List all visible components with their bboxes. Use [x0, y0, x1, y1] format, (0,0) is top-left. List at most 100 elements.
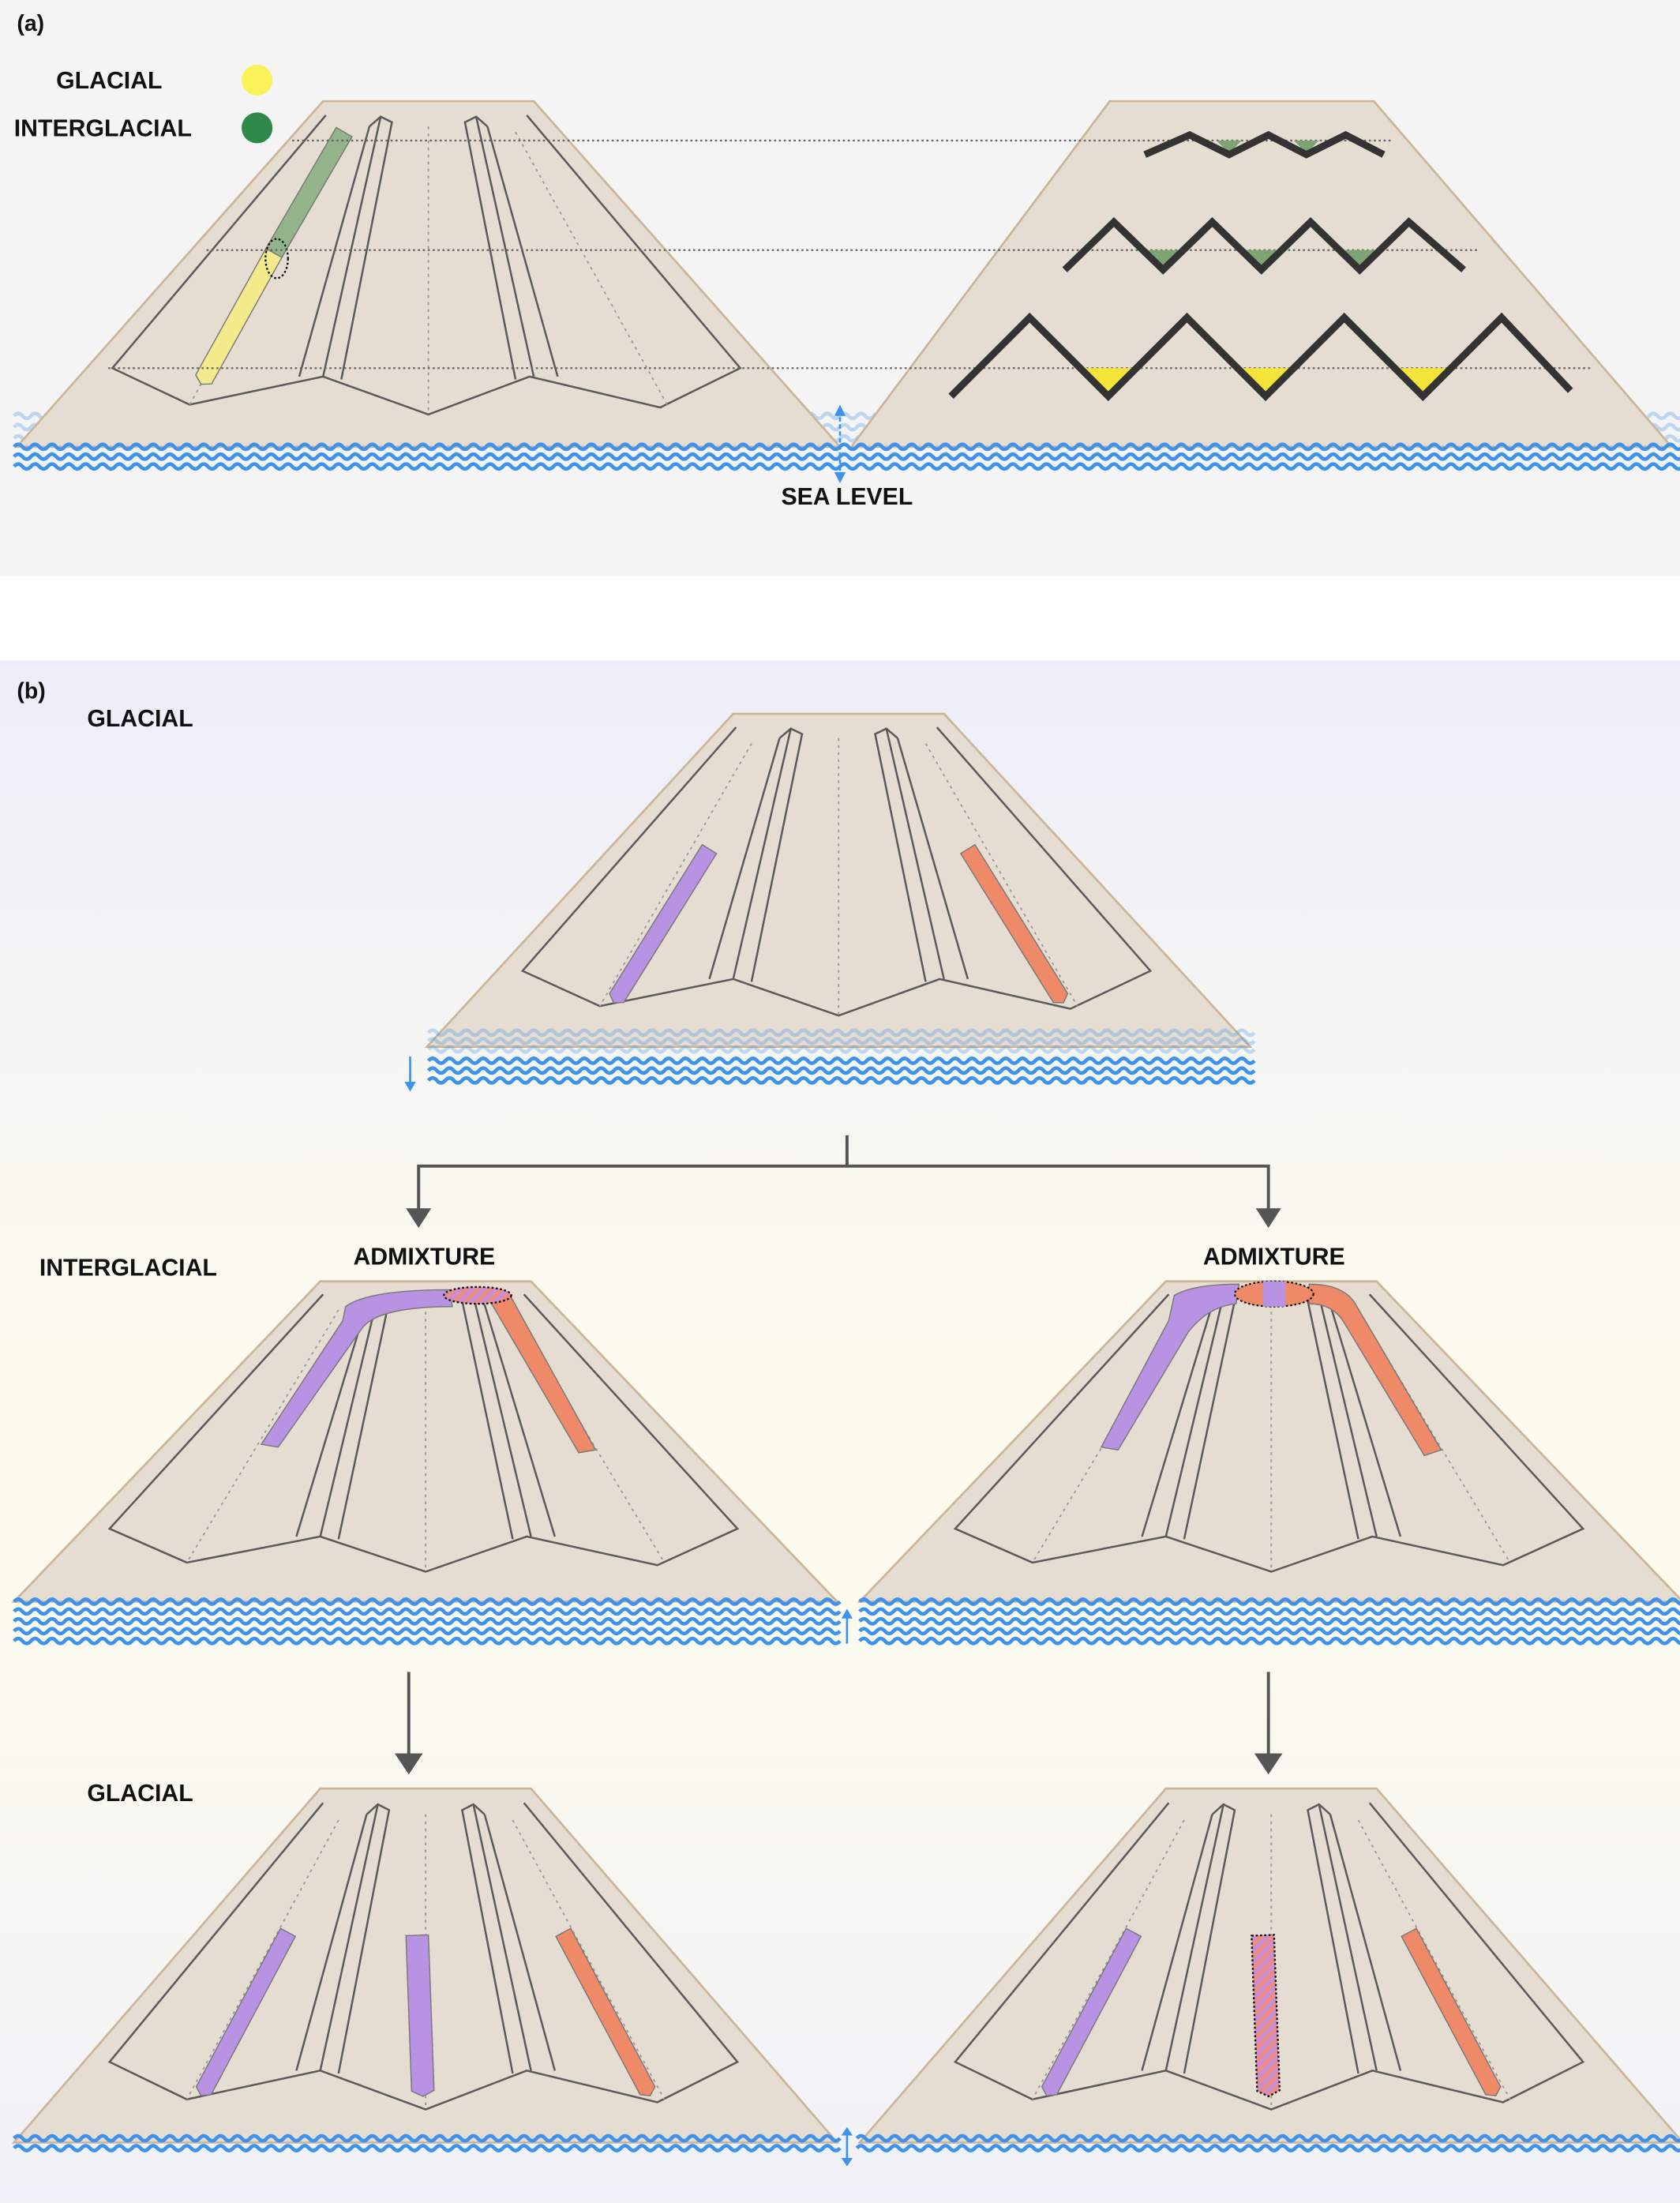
valley-axis	[924, 743, 1078, 1007]
drainage-outline	[520, 726, 1153, 1017]
sea-waves-faded	[426, 1037, 1256, 1045]
interglacial-valley-fill	[1293, 140, 1319, 153]
sea-waves	[426, 1066, 1256, 1075]
interglacial-valley-fill	[1340, 250, 1380, 270]
island-panel-a	[14, 99, 842, 448]
sea-waves-left	[13, 2144, 842, 2152]
sea-waves-left	[13, 2134, 842, 2143]
drainage-outline	[111, 114, 742, 416]
interglacial-stage-label: INTERGLACIAL	[39, 1255, 217, 1282]
interglacial-valley-fill	[1241, 250, 1281, 270]
ridge-line	[896, 737, 969, 980]
valley-axis	[515, 131, 668, 405]
arrow-up-icon	[841, 2126, 853, 2136]
admixture-right-label: ADMIXTURE	[1203, 1244, 1345, 1270]
drainage-outline	[107, 1802, 740, 2111]
ridge-line	[460, 1803, 514, 2074]
ridge-line	[295, 1814, 368, 2071]
glacial-stage-top-label: GLACIAL	[87, 706, 193, 732]
arrow-up-icon	[841, 1608, 853, 1619]
ridge-line	[463, 115, 517, 380]
sea-waves-left	[13, 1636, 842, 1646]
sea-waves-left	[13, 1616, 842, 1626]
ridge-line	[319, 1295, 379, 1537]
island-interglacial-right	[857, 1280, 1680, 1603]
admixed-lineage	[1251, 1934, 1281, 2098]
purple-lineage	[1041, 1927, 1142, 2096]
flow-arrow-icon	[394, 1753, 423, 1775]
ridge-line	[750, 727, 804, 982]
drainage-outline	[953, 1802, 1585, 2111]
ridge-line	[1318, 1295, 1378, 1537]
legend-glacial-label: GLACIAL	[56, 68, 162, 94]
ridge-line	[1329, 1814, 1402, 2071]
sea-waves-right	[855, 2144, 1680, 2152]
admixture-zone	[443, 1285, 512, 1305]
sea-waves-left	[13, 1627, 842, 1636]
flow-arrow-icon	[406, 1208, 432, 1229]
island-interglacial-left	[11, 1280, 840, 1603]
admixture-zone-purple	[1262, 1281, 1286, 1307]
ridge-line	[322, 116, 382, 377]
ridge-line	[1141, 1304, 1213, 1537]
admixture-left-label: ADMIXTURE	[353, 1244, 495, 1270]
interglacial-valley-fill	[1143, 250, 1183, 270]
ridge-line	[1307, 1803, 1359, 2074]
purple-lineage-expanded	[1100, 1283, 1240, 1451]
ridge-line	[732, 728, 792, 980]
orange-lineage-expanded	[1308, 1283, 1442, 1457]
island-slope	[857, 1280, 1680, 1603]
sea-waves-right	[858, 1636, 1680, 1646]
island-glacial-right	[857, 1787, 1680, 2144]
sea-waves-right	[858, 1627, 1680, 1636]
glacial-stage-bottom-label: GLACIAL	[87, 1781, 193, 1807]
sea-waves	[426, 1075, 1256, 1085]
sea-waves-right	[858, 1607, 1680, 1616]
purple-lineage-expanded	[260, 1289, 453, 1448]
ridge-line	[295, 1304, 368, 1537]
ridge-line	[1318, 1803, 1378, 2071]
island-glacial-top	[424, 712, 1253, 1048]
island-glacial-left	[11, 1787, 840, 2144]
ridge-line	[472, 1803, 532, 2071]
orange-lineage	[1401, 1927, 1502, 2096]
ridge-line	[340, 115, 393, 380]
flow-arrow-icon	[1255, 1208, 1281, 1229]
sea-waves-faded	[426, 1045, 1256, 1054]
ridge-line	[1141, 1814, 1213, 2071]
panel-b-label: (b)	[17, 678, 45, 704]
panel-a-label: (a)	[17, 11, 44, 36]
glacial-valley-fill	[1080, 368, 1137, 396]
ridge-line	[337, 1803, 391, 2074]
arrow-down-icon	[404, 1082, 416, 1092]
ridge-line	[708, 737, 781, 980]
ridge-line	[486, 126, 559, 377]
valley-profile-low	[948, 312, 1573, 402]
ridge-line	[1329, 1304, 1402, 1537]
ridge-line	[472, 1295, 532, 1537]
valley-axis	[598, 743, 752, 1007]
arrow-down-icon	[841, 2158, 853, 2167]
purple-lineage-colonist	[405, 1934, 435, 2097]
sea-waves-panel-a	[13, 442, 1680, 452]
legend-glacial-swatch	[242, 64, 273, 96]
ridge-line	[298, 126, 371, 377]
overlap-zone-dotted	[264, 238, 289, 280]
glacial-valley-fill	[1394, 368, 1451, 396]
arrow-up-icon	[834, 404, 846, 416]
valley-profile-mid	[1062, 216, 1466, 275]
arrow-down-icon	[834, 471, 846, 484]
ridge-line	[483, 1814, 557, 2071]
sea-waves-right	[858, 1597, 1680, 1606]
flow-connector	[417, 1135, 849, 1211]
ridge-line	[885, 728, 945, 980]
sea-waves-right	[858, 1616, 1680, 1626]
orange-lineage	[555, 1927, 656, 2096]
island-slope	[11, 1280, 840, 1603]
sea-waves-right	[855, 2134, 1680, 2143]
sea-level-label: SEA LEVEL	[781, 484, 913, 510]
orange-lineage	[959, 843, 1069, 1004]
ridge-line	[319, 1803, 379, 2071]
ridge-line	[1164, 1803, 1224, 2071]
